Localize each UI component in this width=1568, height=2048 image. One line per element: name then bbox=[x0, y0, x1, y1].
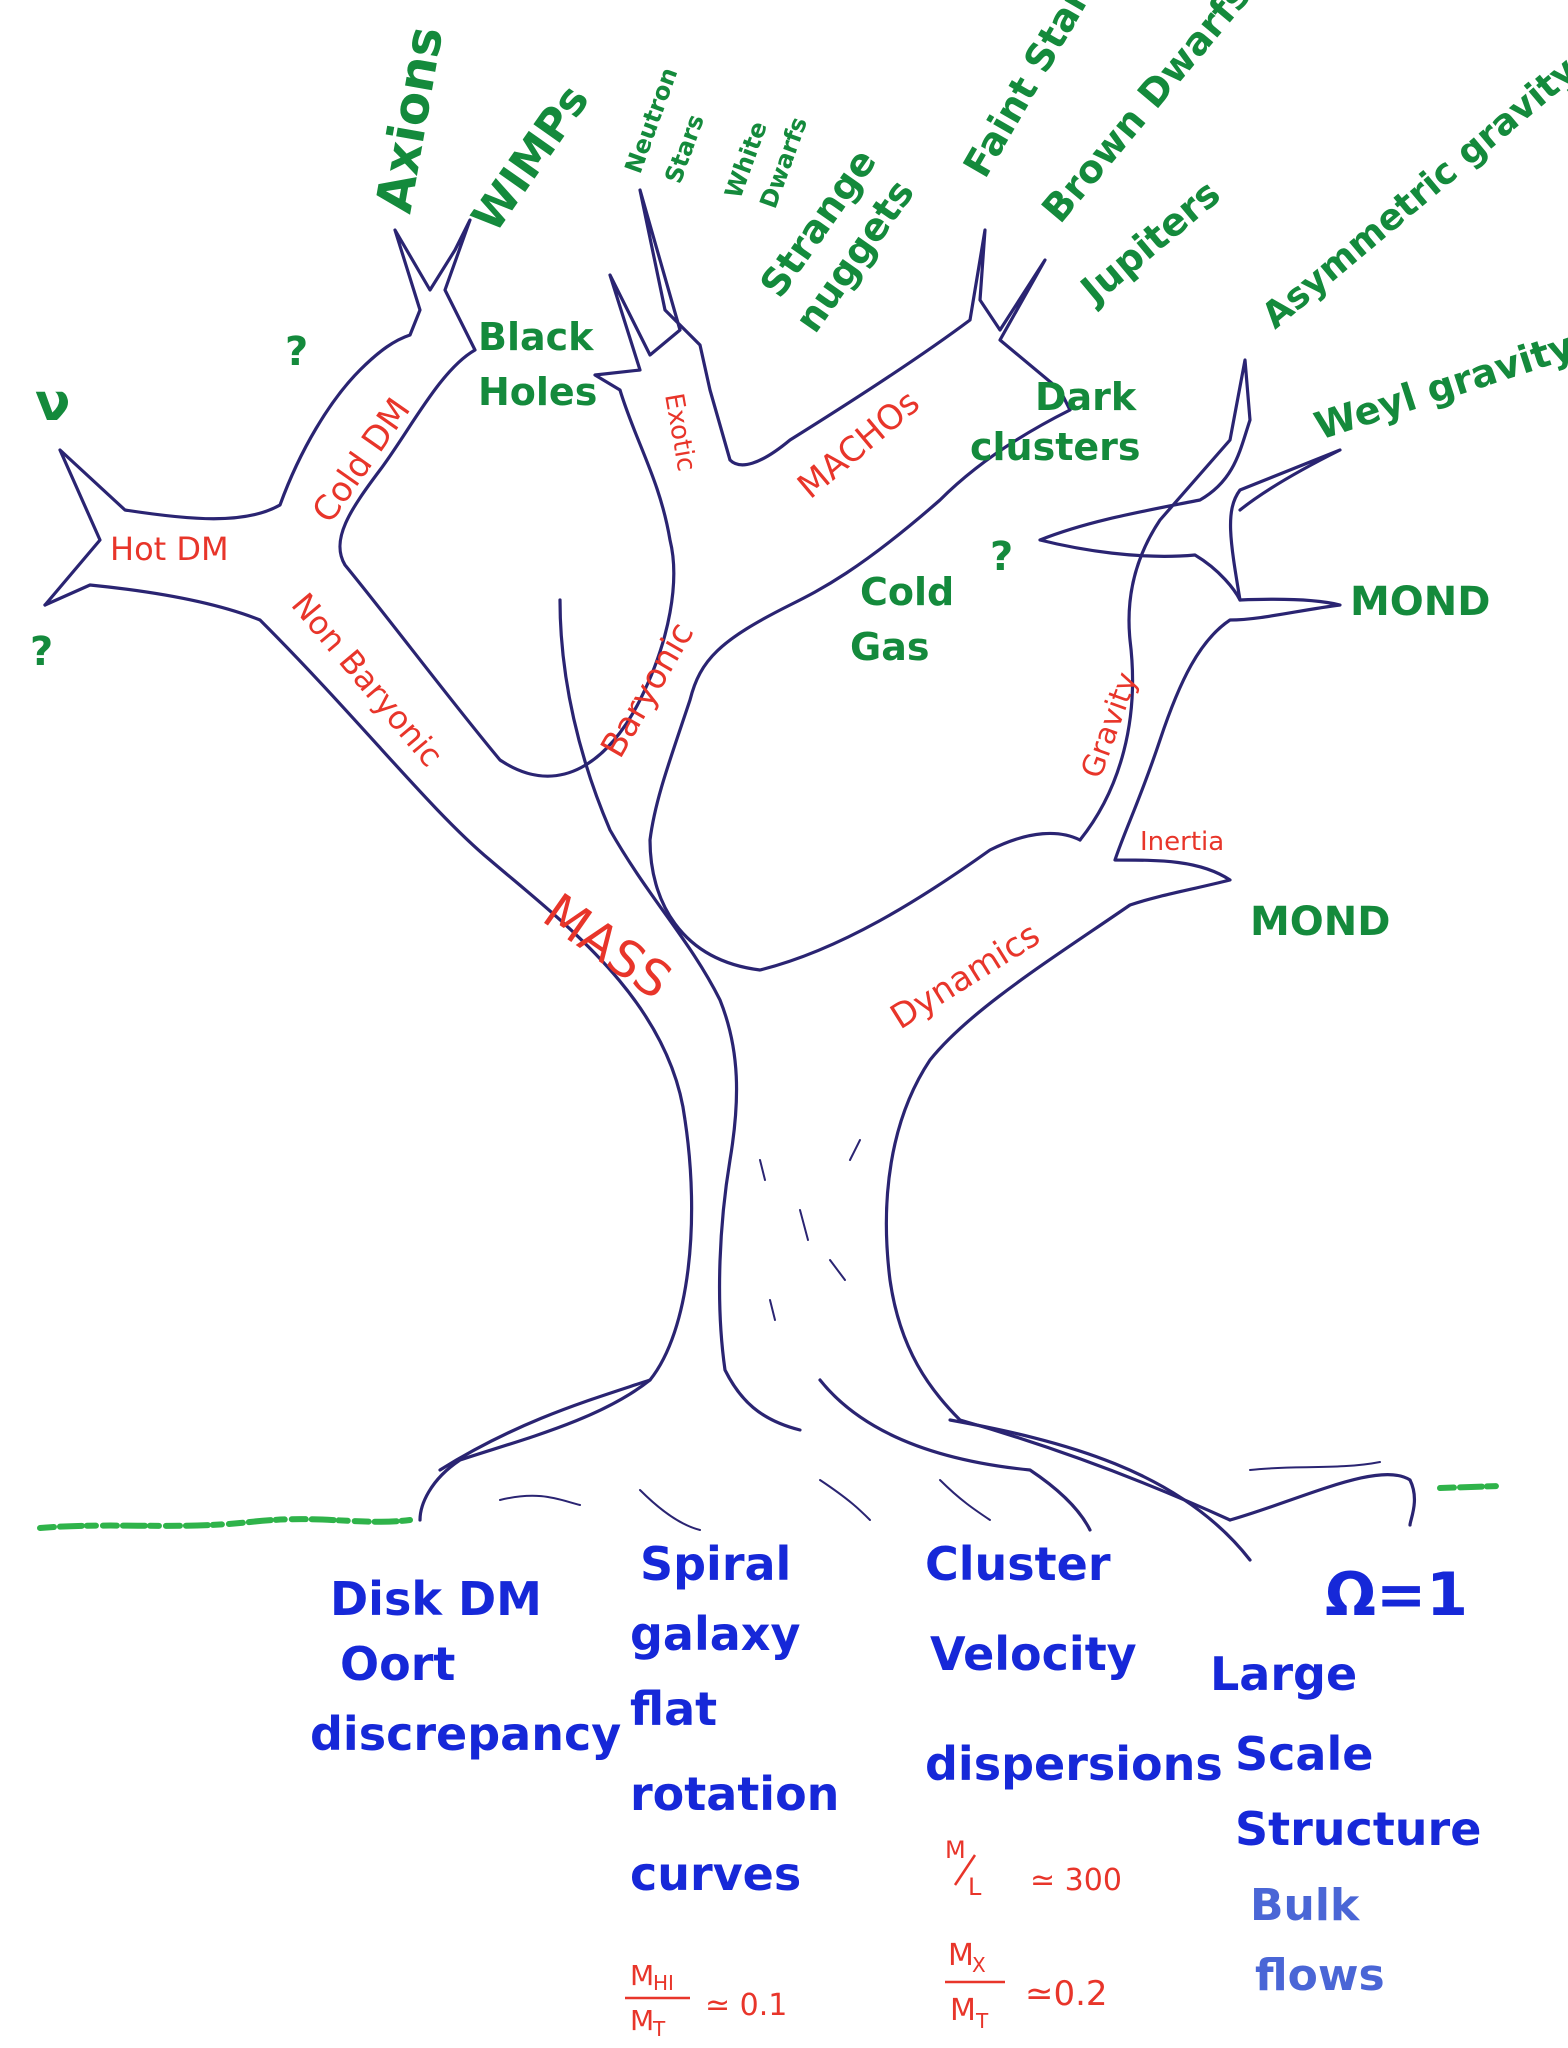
root-cluster-1: Cluster bbox=[925, 1537, 1111, 1591]
spiral-ratio-numerator: M bbox=[630, 1959, 654, 1992]
cluster-ratio-1-denominator: L bbox=[968, 1873, 982, 1901]
bark-mark-3 bbox=[849, 1139, 861, 1161]
root-spiral-4: rotation bbox=[630, 1767, 839, 1821]
bark-mark-2 bbox=[799, 1209, 809, 1241]
root-large-scale-2: Scale bbox=[1235, 1727, 1373, 1781]
root-4 bbox=[1228, 1472, 1416, 1527]
leaf-dark-clusters-1: Dark bbox=[1035, 375, 1137, 419]
root-bulk-flows-1: Bulk bbox=[1250, 1880, 1361, 1931]
cluster-ratio-1-value: ≃ 300 bbox=[1030, 1863, 1122, 1898]
leaf-wimps: WIMPs bbox=[462, 76, 599, 242]
leaf-black-holes-2: Holes bbox=[478, 370, 597, 414]
ground-line-right bbox=[1437, 1483, 1503, 1491]
label-inertia: Inertia bbox=[1140, 827, 1224, 857]
cluster-mass-ratio: M X M T ≃0.2 bbox=[945, 1938, 1108, 2033]
cluster-ratio-1-numerator: M bbox=[945, 1836, 966, 1864]
root-omega: Ω=1 bbox=[1325, 1560, 1468, 1630]
label-gravity: Gravity bbox=[1075, 668, 1145, 783]
root-disk-1: Disk DM bbox=[330, 1572, 542, 1626]
root-spiral-5: curves bbox=[630, 1847, 801, 1901]
leaf-black-holes-1: Black bbox=[478, 315, 594, 359]
root-large-scale-3: Structure bbox=[1235, 1802, 1481, 1856]
root-2 bbox=[818, 1378, 1092, 1532]
cluster-ratio-2-denominator: M bbox=[950, 1993, 976, 2028]
root-hair-3 bbox=[819, 1479, 871, 1521]
label-hot-dm: Hot DM bbox=[110, 530, 229, 568]
leaf-question-1: ? bbox=[285, 329, 308, 375]
leaf-question-2: ? bbox=[30, 629, 53, 675]
leaf-mond-upper: MOND bbox=[1350, 579, 1491, 625]
trunk-left-outline bbox=[43, 583, 694, 1472]
leaf-neutron-stars-2: Stars bbox=[659, 111, 710, 187]
cluster-mass-light-ratio: M L ≃ 300 bbox=[945, 1836, 1122, 1901]
root-hair-5 bbox=[1249, 1461, 1381, 1471]
spiral-ratio-value: ≃ 0.1 bbox=[705, 1988, 787, 2023]
root-cluster-3: dispersions bbox=[925, 1737, 1223, 1791]
cluster-ratio-2-numerator-sub: X bbox=[972, 1953, 986, 1977]
root-spiral-2: galaxy bbox=[630, 1607, 800, 1661]
leaf-axions: Axions bbox=[365, 22, 455, 217]
leaf-question-3: ? bbox=[990, 534, 1013, 580]
spiral-ratio-denominator-sub: T bbox=[652, 2017, 666, 2041]
bark-mark-5 bbox=[769, 1299, 776, 1321]
label-dynamics: Dynamics bbox=[884, 915, 1047, 1038]
spiral-mass-ratio: M HI M T ≃ 0.1 bbox=[625, 1959, 787, 2041]
cluster-ratio-2-numerator: M bbox=[948, 1938, 974, 1973]
root-hair-2 bbox=[639, 1489, 701, 1531]
right-limb-outline bbox=[884, 358, 1342, 1522]
trunk-inner-outline bbox=[558, 598, 802, 1432]
root-spiral-3: flat bbox=[630, 1682, 717, 1736]
spiral-ratio-denominator: M bbox=[630, 2004, 654, 2037]
label-cold-dm: Cold DM bbox=[305, 391, 419, 530]
gravity-branch-outline bbox=[1228, 448, 1342, 602]
bark-mark-4 bbox=[829, 1259, 846, 1281]
root-large-scale-1: Large bbox=[1210, 1647, 1357, 1701]
bark-mark-1 bbox=[759, 1159, 766, 1181]
root-spiral-1: Spiral bbox=[640, 1537, 791, 1591]
root-3 bbox=[948, 1418, 1252, 1562]
label-exotic: Exotic bbox=[658, 391, 701, 474]
leaf-cold-gas-2: Gas bbox=[850, 625, 929, 669]
leaf-mond-lower: MOND bbox=[1250, 899, 1391, 945]
leaf-dark-clusters-2: clusters bbox=[970, 425, 1141, 469]
label-machos: MACHOs bbox=[790, 383, 927, 507]
root-hair-4 bbox=[939, 1479, 991, 1521]
cluster-ratio-2-value: ≃0.2 bbox=[1025, 1974, 1108, 2014]
root-1 bbox=[418, 1378, 652, 1522]
leaf-weyl-gravity: Weyl gravity bbox=[1309, 323, 1568, 448]
root-hair-1 bbox=[499, 1494, 581, 1506]
root-disk-3: discrepancy bbox=[310, 1707, 621, 1761]
leaf-asymmetric-gravity: Asymmetric gravity bbox=[1254, 50, 1568, 337]
leaf-cold-gas-1: Cold bbox=[860, 570, 954, 614]
root-disk-2: Oort bbox=[340, 1637, 455, 1691]
cluster-ratio-2-denominator-sub: T bbox=[975, 2009, 989, 2033]
hot-dm-branch-outline bbox=[43, 188, 1082, 972]
cluster-ratio-1-bar bbox=[953, 1854, 977, 1886]
root-cluster-2: Velocity bbox=[930, 1627, 1137, 1681]
label-mass: MASS bbox=[533, 882, 682, 1010]
leaf-nu: ν bbox=[35, 373, 70, 433]
label-baryonic: Baryonic bbox=[593, 616, 702, 765]
spiral-ratio-numerator-sub: HI bbox=[653, 1971, 674, 1995]
ground-line-left bbox=[37, 1516, 413, 1531]
root-bulk-flows-2: flows bbox=[1255, 1950, 1385, 2001]
label-non-baryonic: Non Baryonic bbox=[284, 586, 451, 774]
